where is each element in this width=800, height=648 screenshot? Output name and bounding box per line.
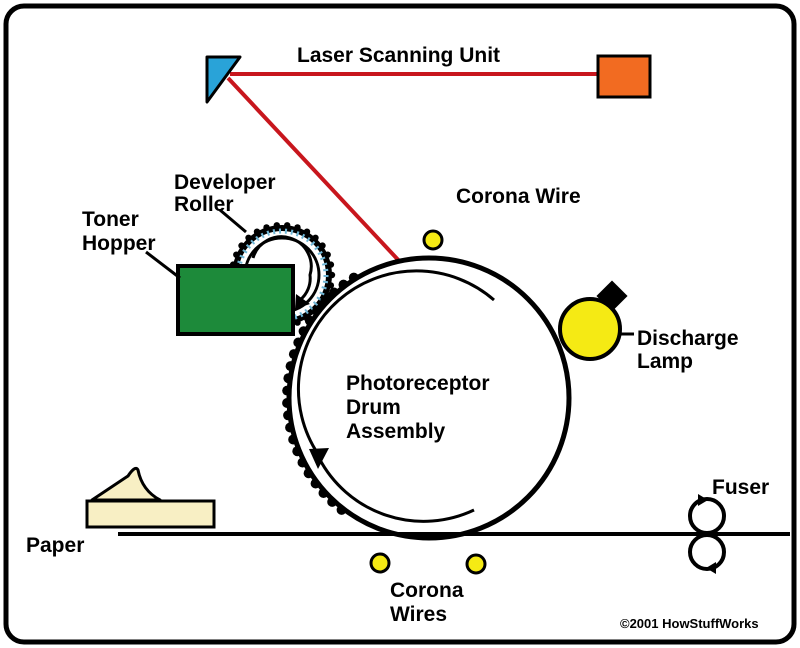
corona-wires-label-line2: Wires [390, 603, 447, 626]
toner-hopper-label-line1: Toner [82, 208, 139, 231]
mirror-icon [205, 55, 242, 104]
discharge-lamp-label-line2: Lamp [637, 350, 693, 373]
discharge-lamp-label-line1: Discharge [637, 327, 739, 350]
paper-label: Paper [26, 534, 84, 557]
drum-label-line1: Photoreceptor [346, 372, 490, 395]
copyright-text: ©2001 HowStuffWorks [620, 616, 759, 631]
fuser-rollers-icon [688, 494, 726, 574]
developer-roller-label-line2: Roller [174, 193, 234, 216]
paper-stack-icon [85, 466, 216, 529]
toner-hopper-box [176, 264, 295, 336]
laser-scanning-unit-label: Laser Scanning Unit [297, 44, 500, 67]
photoreceptor-drum [286, 255, 572, 541]
corona-wires-label-line1: Corona [390, 579, 464, 602]
toner-hopper-label-line2: Hopper [82, 232, 156, 255]
corona-wire-dot-left [369, 552, 391, 574]
corona-wire-label: Corona Wire [456, 185, 581, 208]
laser-beam [226, 72, 600, 266]
discharge-lamp-icon [558, 280, 628, 361]
developer-roller-label-line1: Developer [174, 171, 276, 194]
developer-roller-leader [219, 208, 247, 234]
corona-wire-dot-right [465, 553, 487, 575]
laser-unit-box [596, 54, 652, 99]
drum-label-line2: Drum [346, 396, 401, 419]
drum-label-line3: Assembly [346, 420, 446, 443]
corona-wire-dot [422, 229, 444, 251]
toner-hopper-leader [145, 250, 181, 280]
fuser-label: Fuser [712, 476, 769, 499]
